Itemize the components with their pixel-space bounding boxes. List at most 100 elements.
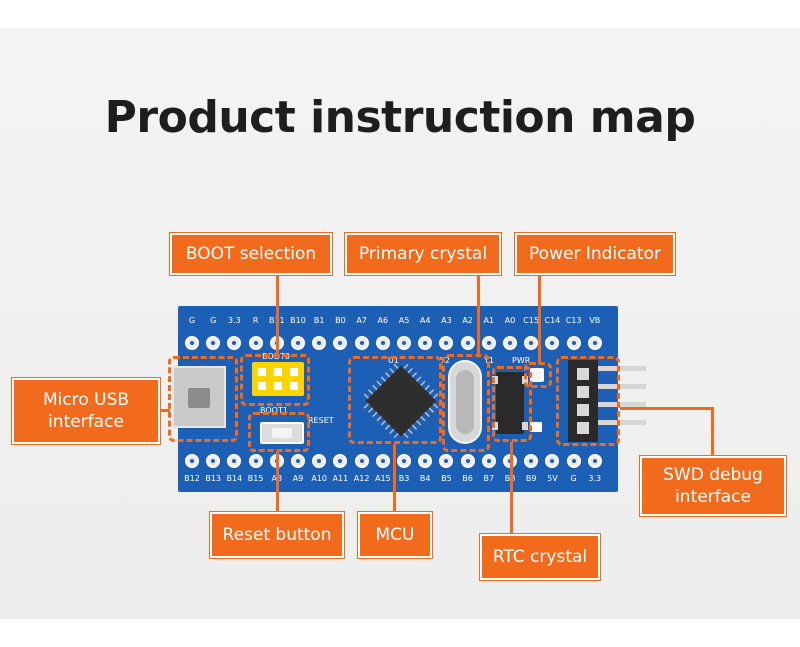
top-pin-label: B10 (290, 316, 306, 325)
bottom-pin-label: B7 (483, 474, 495, 483)
usb-connector (160, 409, 170, 412)
bottom-pin-label: B4 (419, 474, 431, 483)
top-pin-label: 3.3 (228, 316, 241, 325)
top-pin-pad (545, 336, 560, 350)
top-pin-label: A6 (377, 316, 389, 325)
rtc-crystal-callout: RTC crystal (480, 534, 600, 580)
mcu-highlight (348, 356, 442, 444)
bottom-pin-pad (227, 454, 242, 468)
boot1-label: BOOT1 (260, 406, 288, 415)
swd-connector-h (620, 407, 714, 410)
top-pin-pad (248, 336, 263, 350)
top-pin-pad (481, 336, 496, 350)
bottom-pin-pad (248, 454, 263, 468)
top-pin-pad (354, 336, 369, 350)
smd-component (530, 422, 542, 432)
swd-pin-2 (598, 384, 646, 389)
top-pin-label: VB (589, 316, 601, 325)
page-title: Product instruction map (104, 92, 696, 143)
top-pin-pad (291, 336, 305, 350)
top-pin-pad (227, 336, 242, 350)
reset-highlight (248, 412, 310, 452)
top-pin-label: A1 (483, 316, 495, 325)
bottom-pin-label: 5V (547, 474, 558, 483)
swd-pin-3 (598, 402, 646, 407)
boot-header (252, 362, 304, 396)
top-pin-label: A0 (504, 316, 516, 325)
power-led-highlight (524, 362, 552, 388)
top-pin-label: R (252, 316, 259, 325)
bottom-pin-pad (333, 454, 348, 468)
bottom-pin-pad (312, 454, 327, 468)
power-led (530, 368, 544, 382)
bottom-pin-pad (460, 454, 475, 468)
top-pin-label: C13 (565, 316, 582, 325)
top-pin-label: C14 (544, 316, 561, 325)
bottom-pin-label: B15 (247, 474, 264, 483)
rtc-crystal-highlight (492, 366, 532, 442)
reset-button-callout: Reset button (210, 512, 344, 558)
bottom-pin-pad (524, 454, 539, 468)
power-connector (538, 272, 541, 364)
top-pin-label: B1 (313, 316, 325, 325)
swd-connector-v (711, 407, 714, 459)
bottom-pin-pad (418, 454, 433, 468)
bottom-pin-label: B5 (441, 474, 452, 483)
top-pin-pad (333, 336, 348, 350)
top-pin-label: A7 (356, 316, 367, 325)
top-pin-label: A3 (441, 316, 452, 325)
pcb-board: GG3.3RB11B10B1B0A7A6A5A4A3A2A1A0C15C14C1… (172, 306, 618, 492)
top-pin-label: A2 (462, 316, 473, 325)
bottom-pin-pad (481, 454, 496, 468)
top-pin-pad (524, 336, 539, 350)
mcu-chip (363, 363, 439, 439)
usb-port (172, 366, 226, 428)
bottom-pin-label: B9 (525, 474, 537, 483)
boot-selection-callout: BOOT selection (170, 233, 332, 275)
primary-crystal-connector (477, 272, 480, 354)
top-pin-label: C15 (523, 316, 540, 325)
bottom-pin-pad (587, 454, 602, 468)
usb-highlight (168, 356, 238, 442)
swd-header (568, 360, 598, 442)
top-band (0, 0, 800, 28)
bottom-pin-pad (439, 454, 454, 468)
reset-silk-label: RESET (308, 416, 334, 425)
top-pin-label: G (210, 316, 217, 325)
top-pin-pad (375, 336, 390, 350)
swd-highlight (556, 356, 620, 446)
mcu-callout: MCU (358, 512, 432, 558)
top-pin-pad (587, 336, 602, 350)
top-pin-label: A4 (419, 316, 431, 325)
primary-crystal-callout: Primary crystal (345, 233, 501, 275)
bottom-pin-label: A9 (292, 474, 304, 483)
bottom-pin-pad (206, 454, 221, 468)
boot-connector (276, 272, 279, 356)
top-pin-label: G (188, 316, 196, 325)
rtc-crystal-body (492, 372, 528, 434)
top-pin-pad (312, 336, 327, 350)
top-pin-pad (206, 336, 221, 350)
bottom-pin-pad (291, 454, 305, 468)
swd-pin-4 (598, 420, 646, 425)
top-pin-label: A5 (398, 316, 410, 325)
swd-debug-callout: SWD debug interface (640, 456, 786, 516)
top-pin-pad (566, 336, 581, 350)
top-pin-pad (418, 336, 433, 350)
u1-label: U1 (388, 356, 399, 365)
top-pin-pad (185, 336, 199, 350)
top-pin-pad (460, 336, 475, 350)
swd-pin-1 (598, 366, 646, 371)
primary-crystal-highlight (442, 354, 490, 452)
bottom-pin-label: G (570, 474, 577, 483)
top-pin-pad (503, 336, 517, 350)
bottom-pin-label: A12 (353, 474, 370, 483)
bottom-pin-label: A11 (332, 474, 349, 483)
bottom-pin-pad (185, 454, 199, 468)
bottom-pin-pad (397, 454, 411, 468)
reset-switch (260, 422, 304, 444)
primary-crystal-body (448, 360, 482, 444)
bottom-pin-pad (545, 454, 560, 468)
micro-usb-callout: Micro USB interface (12, 378, 160, 444)
bottom-pin-pad (566, 454, 581, 468)
